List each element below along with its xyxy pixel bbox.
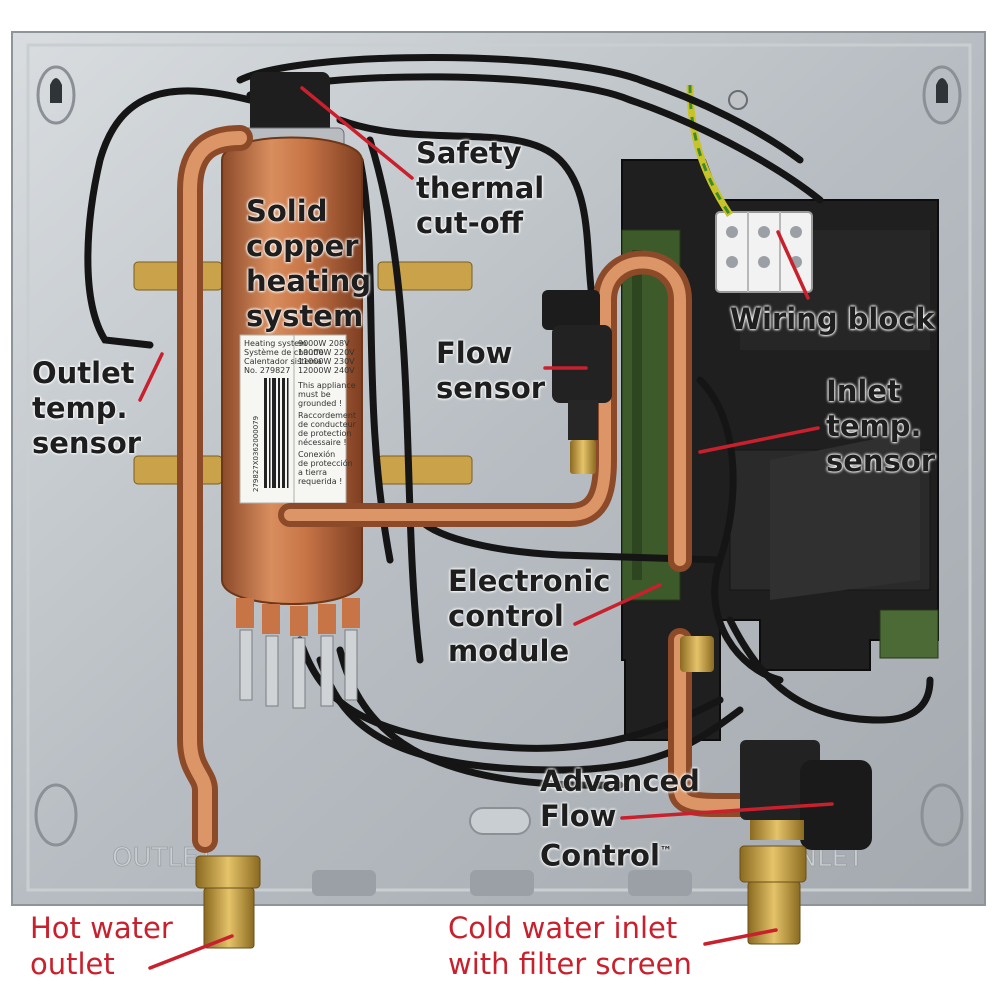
label-flow-sensor: Flow sensor	[436, 336, 546, 405]
label-safety-thermal-cutoff: Safety thermal cut-off	[416, 136, 545, 240]
sticker-line-3: Calentador sistema	[244, 357, 322, 366]
warning-10: a tierra	[298, 468, 327, 477]
warning-6: de protection	[298, 429, 351, 438]
label-wiring-block: Wiring block	[730, 302, 935, 336]
label-electronic-control-module: Electronic control module	[448, 564, 611, 668]
rating-3: 11000W 230V	[298, 357, 355, 366]
pointer-cold-inlet	[703, 928, 778, 946]
sticker-line-1: Heating system	[244, 339, 307, 348]
warning-7: nécessaire !	[298, 437, 347, 447]
sticker-text: Heating system Système de chauffe Calent…	[244, 339, 357, 492]
pointer-ecm	[573, 583, 662, 626]
rating-2: 10000W 220V	[298, 348, 355, 357]
inlet-fitting	[739, 845, 807, 945]
label-afc-text: Advanced Flow Control	[540, 764, 700, 873]
warning-8: Conexión	[298, 449, 335, 459]
heating-cylinder	[221, 72, 363, 709]
rating-4: 12000W 240V	[298, 366, 355, 375]
warning-3: grounded !	[298, 399, 342, 408]
warning-9: de protección	[298, 458, 353, 468]
warning-1: This appliance	[297, 381, 356, 390]
pointer-safety	[300, 86, 414, 180]
pointer-hot-outlet	[148, 934, 234, 970]
wiring-block	[715, 211, 813, 293]
label-outlet-temp-sensor: Outlet temp. sensor	[32, 356, 142, 460]
warning-5: de conducteur	[298, 420, 357, 429]
afc-valve-part	[680, 636, 872, 850]
control-board	[621, 159, 939, 741]
barcode	[264, 378, 289, 488]
terminals	[236, 598, 360, 709]
label-advanced-flow-control: Advanced Flow Control™	[540, 764, 700, 874]
warning-4: Raccordement	[298, 411, 356, 420]
pointer-outlet-sensor	[138, 352, 164, 402]
barcode-number: 279827X0362000079	[252, 416, 260, 492]
sticker-line-4: No. 279827	[244, 366, 290, 375]
pointer-afc	[620, 802, 834, 820]
label-hot-water-outlet: Hot water outlet	[30, 911, 173, 981]
pointer-lines	[138, 86, 834, 970]
label-inlet-temp-sensor: Inlet temp. sensor	[826, 374, 936, 478]
warning-2: must be	[298, 390, 331, 399]
pointer-inlet-sensor	[698, 426, 820, 454]
trademark-mark: ™	[659, 844, 672, 858]
flow-sensor-part	[542, 290, 612, 474]
sticker-line-2: Système de chauffe	[244, 347, 324, 357]
warning-11: requerida !	[298, 477, 342, 486]
rating-1: 9000W 208V	[298, 339, 350, 348]
pointer-wiring-block	[776, 230, 810, 300]
outlet-fitting	[195, 855, 261, 949]
label-heating-system: Solid copper heating system	[246, 194, 372, 333]
label-cold-water-inlet: Cold water inlet with filter screen	[448, 911, 692, 981]
